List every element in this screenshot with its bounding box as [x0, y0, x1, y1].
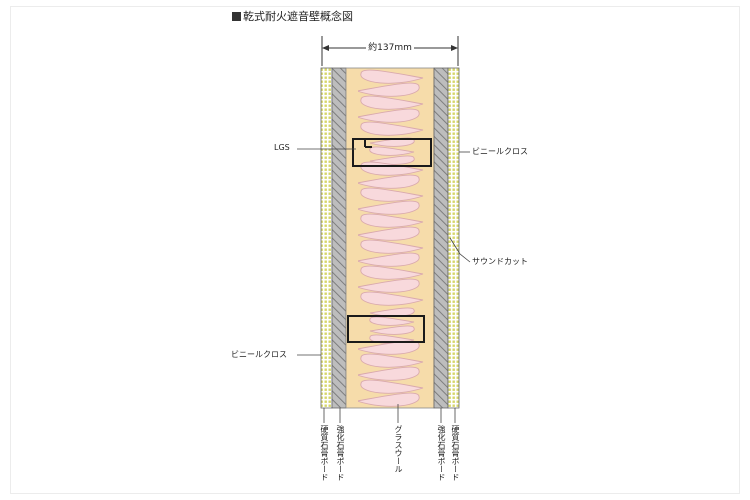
- reinforced-gypsum-board-right: [433, 67, 449, 409]
- label-vinyl-cloth-left: ビニールクロス: [231, 350, 287, 359]
- glass-wool-lobe: [360, 69, 424, 84]
- hard-gypsum-board-left: [320, 67, 333, 409]
- glass-wool-lobe: [358, 82, 420, 97]
- glass-wool-lobe: [360, 239, 424, 254]
- glass-wool-lobe: [358, 366, 420, 381]
- label-hard-gypsum-left: 硬質石膏ボード: [320, 425, 329, 481]
- lgs-stud-lower: [347, 315, 425, 343]
- glass-wool-lobe: [358, 392, 420, 407]
- glass-wool-lobe: [360, 353, 424, 368]
- glass-wool-lobe: [369, 137, 415, 147]
- glass-wool-lobe: [358, 174, 420, 189]
- label-reinforced-gypsum-right: 強化石膏ボード: [437, 425, 446, 481]
- glass-wool-lobe: [360, 95, 424, 110]
- label-reinforced-gypsum-left: 強化石膏ボード: [336, 425, 345, 481]
- reinforced-gypsum-board-left: [331, 67, 347, 409]
- label-hard-gypsum-right: 硬質石膏ボード: [451, 425, 460, 481]
- label-lgs: LGS: [274, 143, 290, 152]
- label-vinyl-cloth-right: ビニールクロス: [472, 147, 528, 156]
- label-sound-cut: サウンドカット: [472, 257, 528, 266]
- sound-cut-leader: [449, 237, 471, 263]
- glass-wool-lobe: [358, 252, 420, 267]
- glass-wool-lobe: [369, 316, 415, 326]
- label-glass-wool: グラスウール: [394, 425, 403, 473]
- glass-wool-lobe: [358, 108, 420, 123]
- figure-title: 乾式耐火遮音壁概念図: [232, 10, 353, 24]
- glass-wool-lobe: [360, 187, 424, 202]
- glass-wool-lobe: [358, 200, 420, 215]
- glass-wool-insulation: [358, 69, 424, 407]
- glass-wool-lobe: [358, 340, 420, 355]
- glass-wool-lobe: [369, 146, 415, 156]
- hard-gypsum-board-right: [447, 67, 460, 409]
- glass-wool-lobe: [358, 226, 420, 241]
- title-text: 乾式耐火遮音壁概念図: [243, 10, 353, 23]
- glass-wool-lobe: [360, 121, 424, 136]
- lgs-stud-upper: [352, 138, 432, 167]
- dimension-label: 約137mm: [366, 43, 414, 53]
- glass-wool-lobe: [360, 265, 424, 280]
- glass-wool-lobe: [369, 325, 415, 335]
- title-square-icon: [232, 12, 241, 21]
- glass-wool-lobe: [360, 379, 424, 394]
- glass-wool-lobe: [360, 213, 424, 228]
- glass-wool-lobe: [360, 291, 424, 306]
- glass-wool-lobe: [358, 278, 420, 293]
